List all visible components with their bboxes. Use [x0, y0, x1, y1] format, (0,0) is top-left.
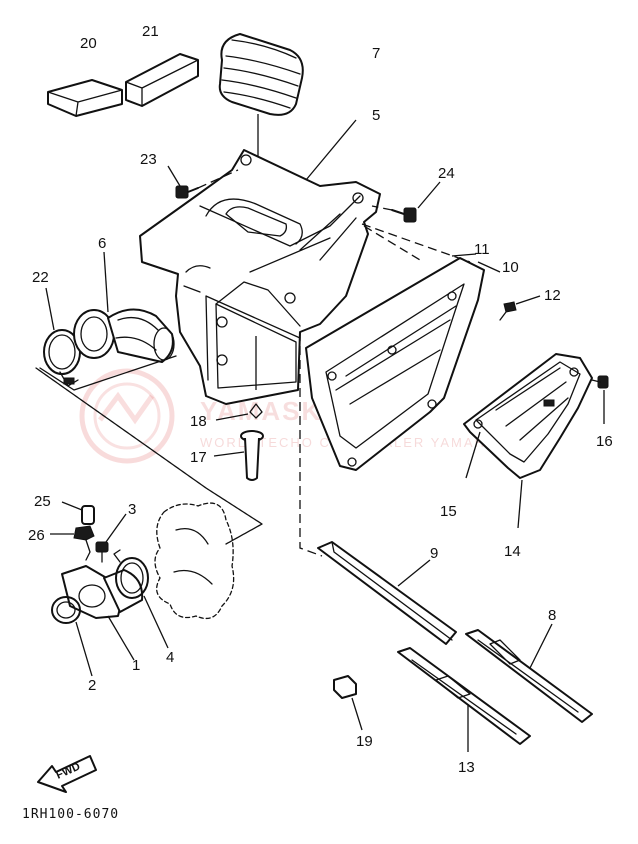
- part-label-21: 21: [142, 23, 159, 40]
- part-label-12: 12: [544, 287, 561, 304]
- part-label-7: 7: [372, 45, 380, 62]
- part-label-19: 19: [356, 733, 373, 750]
- carburetor-outline: [35, 367, 263, 620]
- part-label-9: 9: [430, 545, 438, 562]
- part-17-drain-pipe: [213, 430, 264, 481]
- part-label-24: 24: [438, 165, 455, 182]
- part-1-carburetor-joint: [61, 565, 144, 661]
- part-23-bolt: [167, 165, 239, 199]
- part-9-filter-element: [317, 541, 457, 645]
- part-label-8: 8: [548, 607, 556, 624]
- part-12-screw: [499, 295, 541, 321]
- part-19-clip: [333, 675, 363, 731]
- part-4-clamp: [113, 549, 169, 649]
- part-21-sponge-block: [125, 53, 199, 107]
- part-label-20: 20: [80, 35, 97, 52]
- part-25-cap: [61, 501, 95, 525]
- part-label-15: 15: [440, 503, 457, 520]
- part-label-23: 23: [140, 151, 157, 168]
- part-label-18: 18: [190, 413, 207, 430]
- part-24-bolt: [371, 181, 441, 223]
- part-label-25: 25: [34, 493, 51, 510]
- part-label-13: 13: [458, 759, 475, 776]
- part-label-22: 22: [32, 269, 49, 286]
- diagram-code: 1RH100-6070: [22, 807, 119, 822]
- part-label-6: 6: [98, 235, 106, 252]
- part-label-5: 5: [372, 107, 380, 124]
- part-16-screw: [591, 375, 609, 424]
- part-label-11: 11: [474, 241, 490, 258]
- part-label-2: 2: [88, 677, 96, 694]
- part-6-intake-joint: [39, 251, 177, 391]
- alignment-line: [299, 332, 323, 557]
- part-label-10: 10: [502, 259, 519, 276]
- part-26-nut: [50, 525, 95, 561]
- part-14-air-filter-cover: [463, 353, 593, 529]
- part-20-sponge-block: [47, 79, 123, 117]
- part-label-17: 17: [190, 449, 207, 466]
- part-label-14: 14: [504, 543, 521, 560]
- fwd-arrow-icon: FWD: [37, 755, 97, 793]
- part-label-4: 4: [166, 649, 174, 666]
- part-3-screw: [95, 513, 127, 563]
- part-2-o-ring: [51, 596, 93, 677]
- part-13-gasket: [397, 647, 531, 752]
- part-label-26: 26: [28, 527, 45, 544]
- part-label-16: 16: [596, 433, 613, 450]
- part-18-clip: [215, 403, 263, 421]
- part-label-3: 3: [128, 501, 136, 518]
- part-5-air-box: [139, 119, 381, 405]
- alignment-line: [363, 225, 421, 261]
- part-11-filter-frame: [305, 223, 501, 471]
- part-8-filter-gasket: [465, 623, 593, 723]
- part-label-1: 1: [132, 657, 140, 674]
